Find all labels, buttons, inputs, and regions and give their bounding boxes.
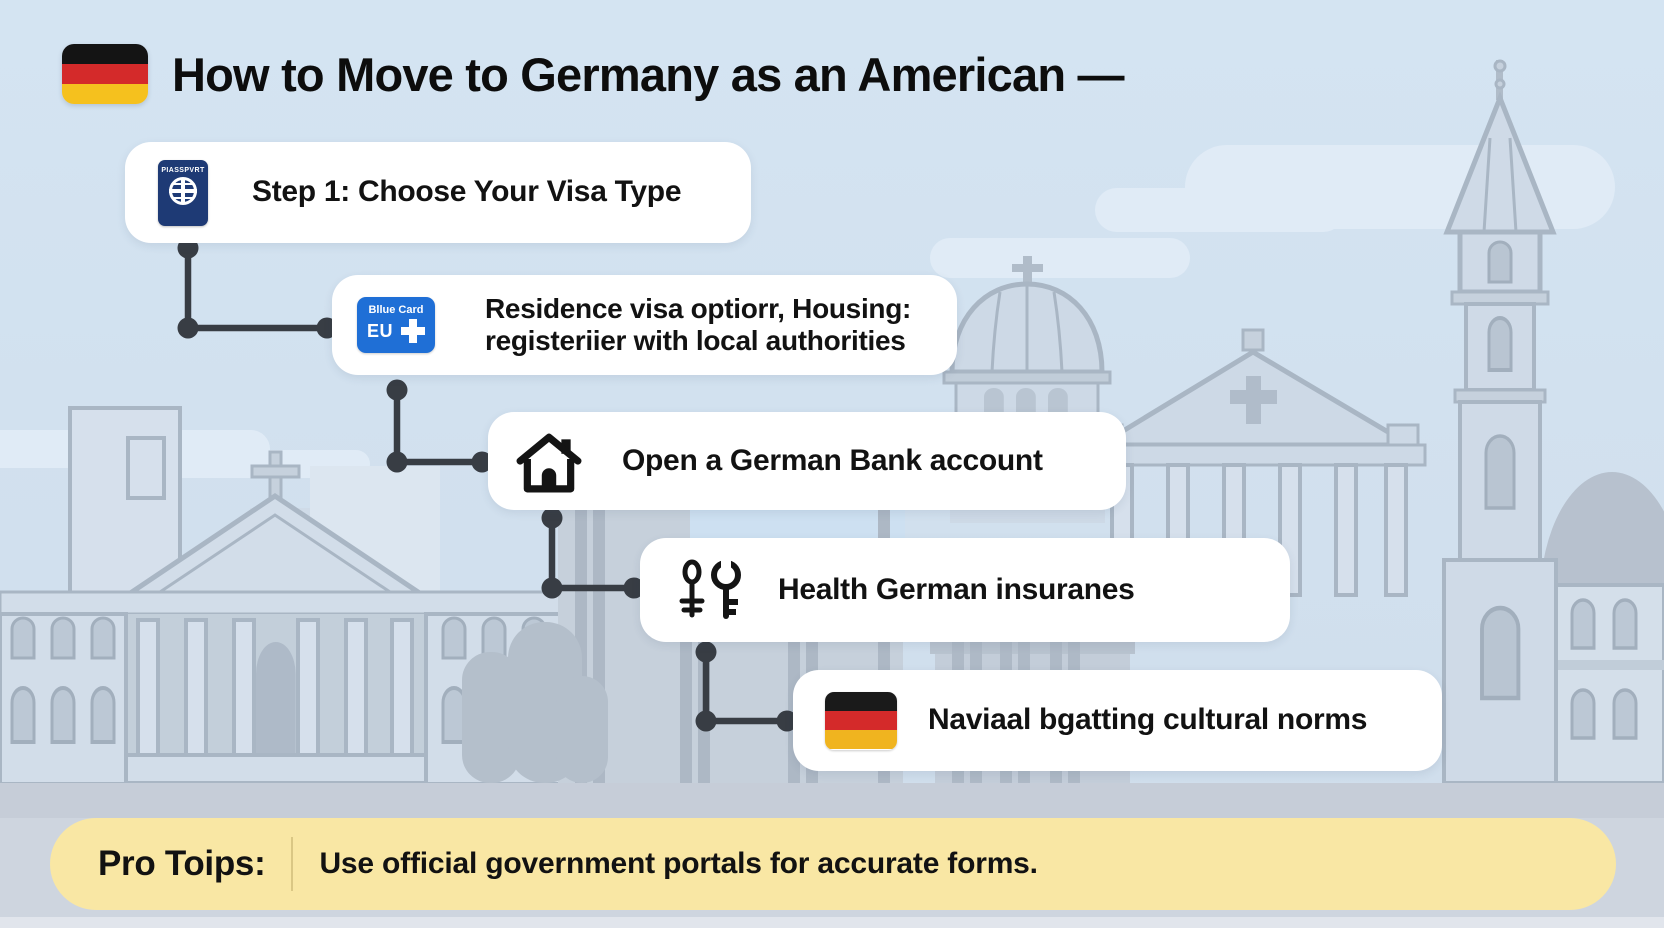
connector-dot xyxy=(695,710,717,732)
passport-label: PIASSPVRT xyxy=(161,166,205,174)
eu-label: EU xyxy=(367,320,394,341)
dome-cross xyxy=(1012,264,1043,272)
step-card-2: Bllue Card EU Residence visa optiorr, Ho… xyxy=(332,275,957,375)
pro-tip-banner: Pro Toips: Use official government porta… xyxy=(50,818,1616,910)
cloud xyxy=(1095,188,1345,232)
step-label: Open a German Bank account xyxy=(622,443,1043,477)
blue-card-label: Bllue Card xyxy=(368,304,424,316)
step-card-3: Open a German Bank account xyxy=(488,412,1126,510)
house-icon xyxy=(516,428,582,494)
connector-dot xyxy=(776,710,798,732)
dome-ribs xyxy=(990,284,1064,373)
connector-dot xyxy=(541,507,563,529)
cloud xyxy=(930,238,1190,278)
spire-lines xyxy=(1482,137,1518,233)
connector-dot xyxy=(386,379,408,401)
columns xyxy=(136,618,414,759)
globe-icon xyxy=(169,176,197,205)
right-building xyxy=(1548,583,1664,785)
tree xyxy=(556,676,608,783)
entablature xyxy=(1088,443,1427,467)
connector-dot xyxy=(177,317,199,339)
pro-tip-label: Pro Toips: xyxy=(98,844,266,883)
temple-door xyxy=(256,642,296,758)
finial-orb xyxy=(1494,78,1506,90)
finial-orb xyxy=(1493,59,1507,73)
cross xyxy=(250,464,301,479)
step-card-1: PIASSPVRT Step 1: Choose Your Visa Type xyxy=(125,142,751,243)
step-label: Health German insuranes xyxy=(778,572,1135,606)
step-connectors xyxy=(177,237,798,732)
pediment-cross xyxy=(1230,390,1277,404)
header: How to Move to Germany as an American — xyxy=(62,44,1125,104)
step-label: Step 1: Choose Your Visa Type xyxy=(252,175,682,209)
ground-back xyxy=(0,783,1664,823)
connector-dot xyxy=(623,577,645,599)
step-card-5: Naviaal bgatting cultural norms xyxy=(793,670,1442,771)
pro-tip-text: Use official government portals for accu… xyxy=(319,847,1038,880)
classical-temple xyxy=(0,450,562,785)
german-flag-icon xyxy=(825,691,897,750)
german-flag-icon xyxy=(62,44,148,104)
apex-pedestal xyxy=(1241,328,1265,352)
acroterion xyxy=(1386,423,1420,447)
connector-dot xyxy=(471,451,493,473)
passport-icon: PIASSPVRT xyxy=(158,159,208,226)
connector-dot xyxy=(541,577,563,599)
step-label: Naviaal bgatting cultural norms xyxy=(928,703,1368,737)
connector-dot xyxy=(386,451,408,473)
connector-dot xyxy=(695,641,717,663)
keys-icon xyxy=(676,559,750,621)
entablature xyxy=(0,590,562,616)
trees xyxy=(462,622,608,783)
church-spire-tower xyxy=(1442,59,1558,785)
eu-blue-card-icon: Bllue Card EU xyxy=(357,297,435,353)
plinth xyxy=(124,753,428,785)
divider xyxy=(291,837,294,891)
dome-cornice xyxy=(942,370,1112,385)
plus-icon xyxy=(401,319,425,343)
tower-block xyxy=(126,436,166,500)
tree xyxy=(462,652,520,783)
bottom-strip xyxy=(0,917,1664,928)
page-title: How to Move to Germany as an American — xyxy=(172,47,1125,101)
step-card-4: Health German insuranes xyxy=(640,538,1290,642)
step-label: Residence visa optiorr, Housing: registe… xyxy=(485,292,912,356)
